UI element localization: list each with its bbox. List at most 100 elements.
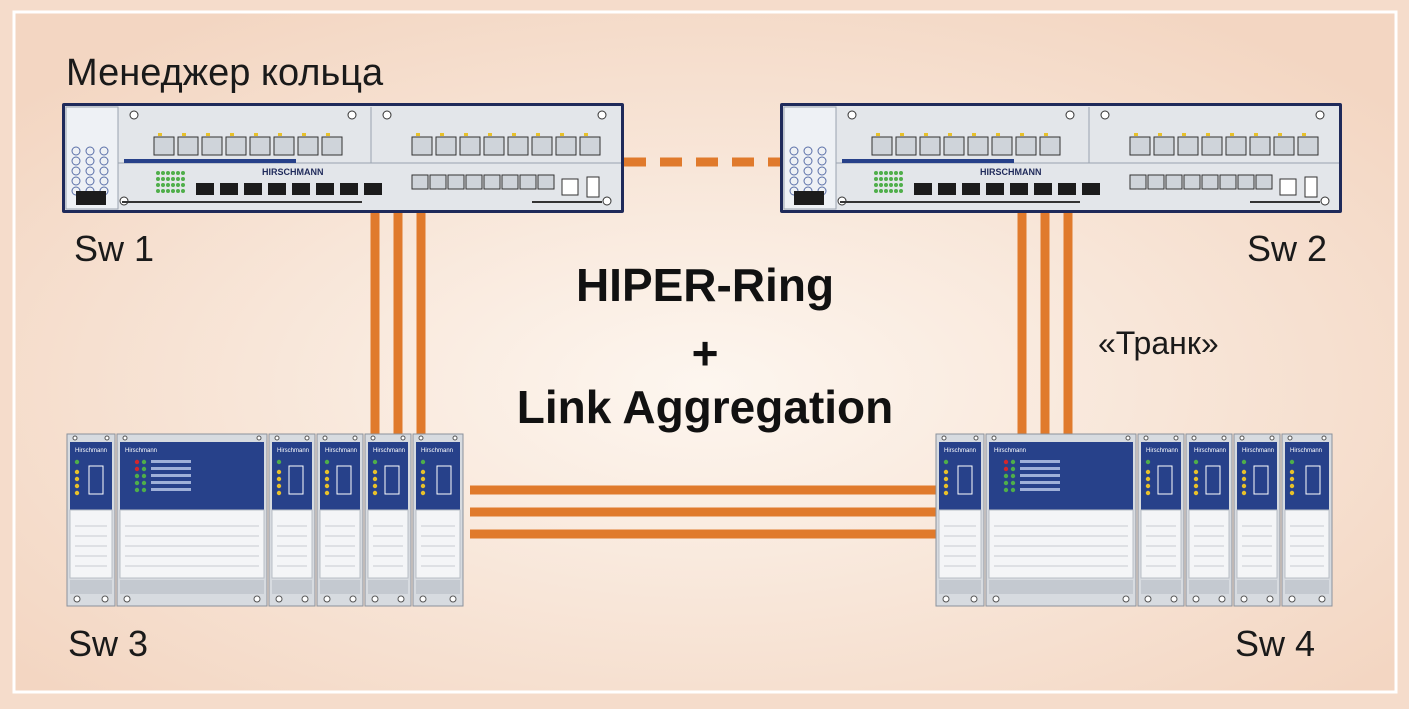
status-led [889, 171, 893, 175]
rj45-port [1129, 136, 1151, 156]
terminal-screw [101, 595, 109, 603]
top-screw [352, 435, 358, 441]
status-led [141, 480, 147, 486]
port-led [1254, 133, 1258, 136]
din-module: Hirschmann [1137, 433, 1185, 607]
port-outline [1253, 465, 1269, 495]
module-label-area [1236, 509, 1278, 579]
status-led [889, 189, 893, 193]
brand-text: HIRSCHMANN [262, 167, 324, 177]
legend-led [71, 146, 81, 156]
screw [1065, 110, 1075, 120]
port-led [1193, 459, 1199, 465]
sfp-slot [1058, 183, 1076, 195]
din-module: Hirschmann [412, 433, 464, 607]
status-led [134, 459, 140, 465]
status-led [171, 183, 175, 187]
legend-led [817, 146, 827, 156]
port-led [276, 476, 282, 482]
module-brand: Hirschmann [1242, 448, 1274, 454]
status-led [899, 183, 903, 187]
module-brand: Hirschmann [373, 448, 405, 454]
port-led [372, 490, 378, 496]
top-screw [1269, 435, 1275, 441]
module-label-area [367, 509, 409, 579]
port-led [943, 476, 949, 482]
port-led [372, 469, 378, 475]
rj45-lower-port [519, 174, 537, 190]
rj45-port [555, 136, 577, 156]
status-led [181, 183, 185, 187]
status-led [141, 466, 147, 472]
port-led [1145, 483, 1151, 489]
port-led [1193, 490, 1199, 496]
port-led [1289, 459, 1295, 465]
port-led [1193, 469, 1199, 475]
port-led [1193, 483, 1199, 489]
module-base [1141, 580, 1181, 594]
port-led [182, 133, 186, 136]
rj45-port [991, 136, 1013, 156]
terminal-screw [1240, 595, 1248, 603]
module-blue-face [1237, 442, 1277, 510]
port-led [206, 133, 210, 136]
status-led [141, 459, 147, 465]
rj45-lower-port [1201, 174, 1219, 190]
status-led [166, 177, 170, 181]
status-led [166, 171, 170, 175]
screw [847, 110, 857, 120]
status-led [161, 183, 165, 187]
terminal-screw [323, 595, 331, 603]
din-module: Hirschmann [268, 433, 316, 607]
status-led [879, 189, 883, 193]
port-led [372, 476, 378, 482]
bottom-rail [122, 201, 362, 203]
port-led [1241, 459, 1247, 465]
module-label-area [938, 509, 982, 579]
module-blue-face [320, 442, 360, 510]
module-label-area [1140, 509, 1182, 579]
port-led [420, 459, 426, 465]
port-led [584, 133, 588, 136]
terminal-screw [942, 595, 950, 603]
top-screw [1173, 435, 1179, 441]
rj45-port [895, 136, 917, 156]
rj45-port [1153, 136, 1175, 156]
legend-led [817, 156, 827, 166]
status-legend [151, 460, 191, 463]
port-led [488, 133, 492, 136]
rj45-port [153, 136, 175, 156]
top-screw [104, 435, 110, 441]
port-led [74, 476, 80, 482]
status-legend [1020, 481, 1060, 484]
status-led [884, 177, 888, 181]
rj45-lower-port [411, 174, 429, 190]
port-led [74, 459, 80, 465]
status-legend [1020, 488, 1060, 491]
legend-led [803, 176, 813, 186]
module-brand: Hirschmann [944, 448, 976, 454]
status-led [1010, 480, 1016, 486]
legend-led [71, 166, 81, 176]
console-port [561, 178, 579, 196]
terminal-screw [419, 595, 427, 603]
port-led [948, 133, 952, 136]
port-led [1158, 133, 1162, 136]
port-led [276, 469, 282, 475]
bottom-rail [840, 201, 1080, 203]
port-outline [384, 465, 400, 495]
module-label-area [119, 509, 265, 579]
sfp-slot [340, 183, 358, 195]
port-led [440, 133, 444, 136]
rj45-port [579, 136, 601, 156]
status-led [176, 171, 180, 175]
rj45-port [1201, 136, 1223, 156]
port-led [512, 133, 516, 136]
rj45-port [225, 136, 247, 156]
terminal-screw [371, 595, 379, 603]
rj45-lower-port [1165, 174, 1183, 190]
rj45-lower-port [1237, 174, 1255, 190]
terminal-screw [301, 595, 309, 603]
sw2-label: Sw 2 [1247, 228, 1328, 269]
